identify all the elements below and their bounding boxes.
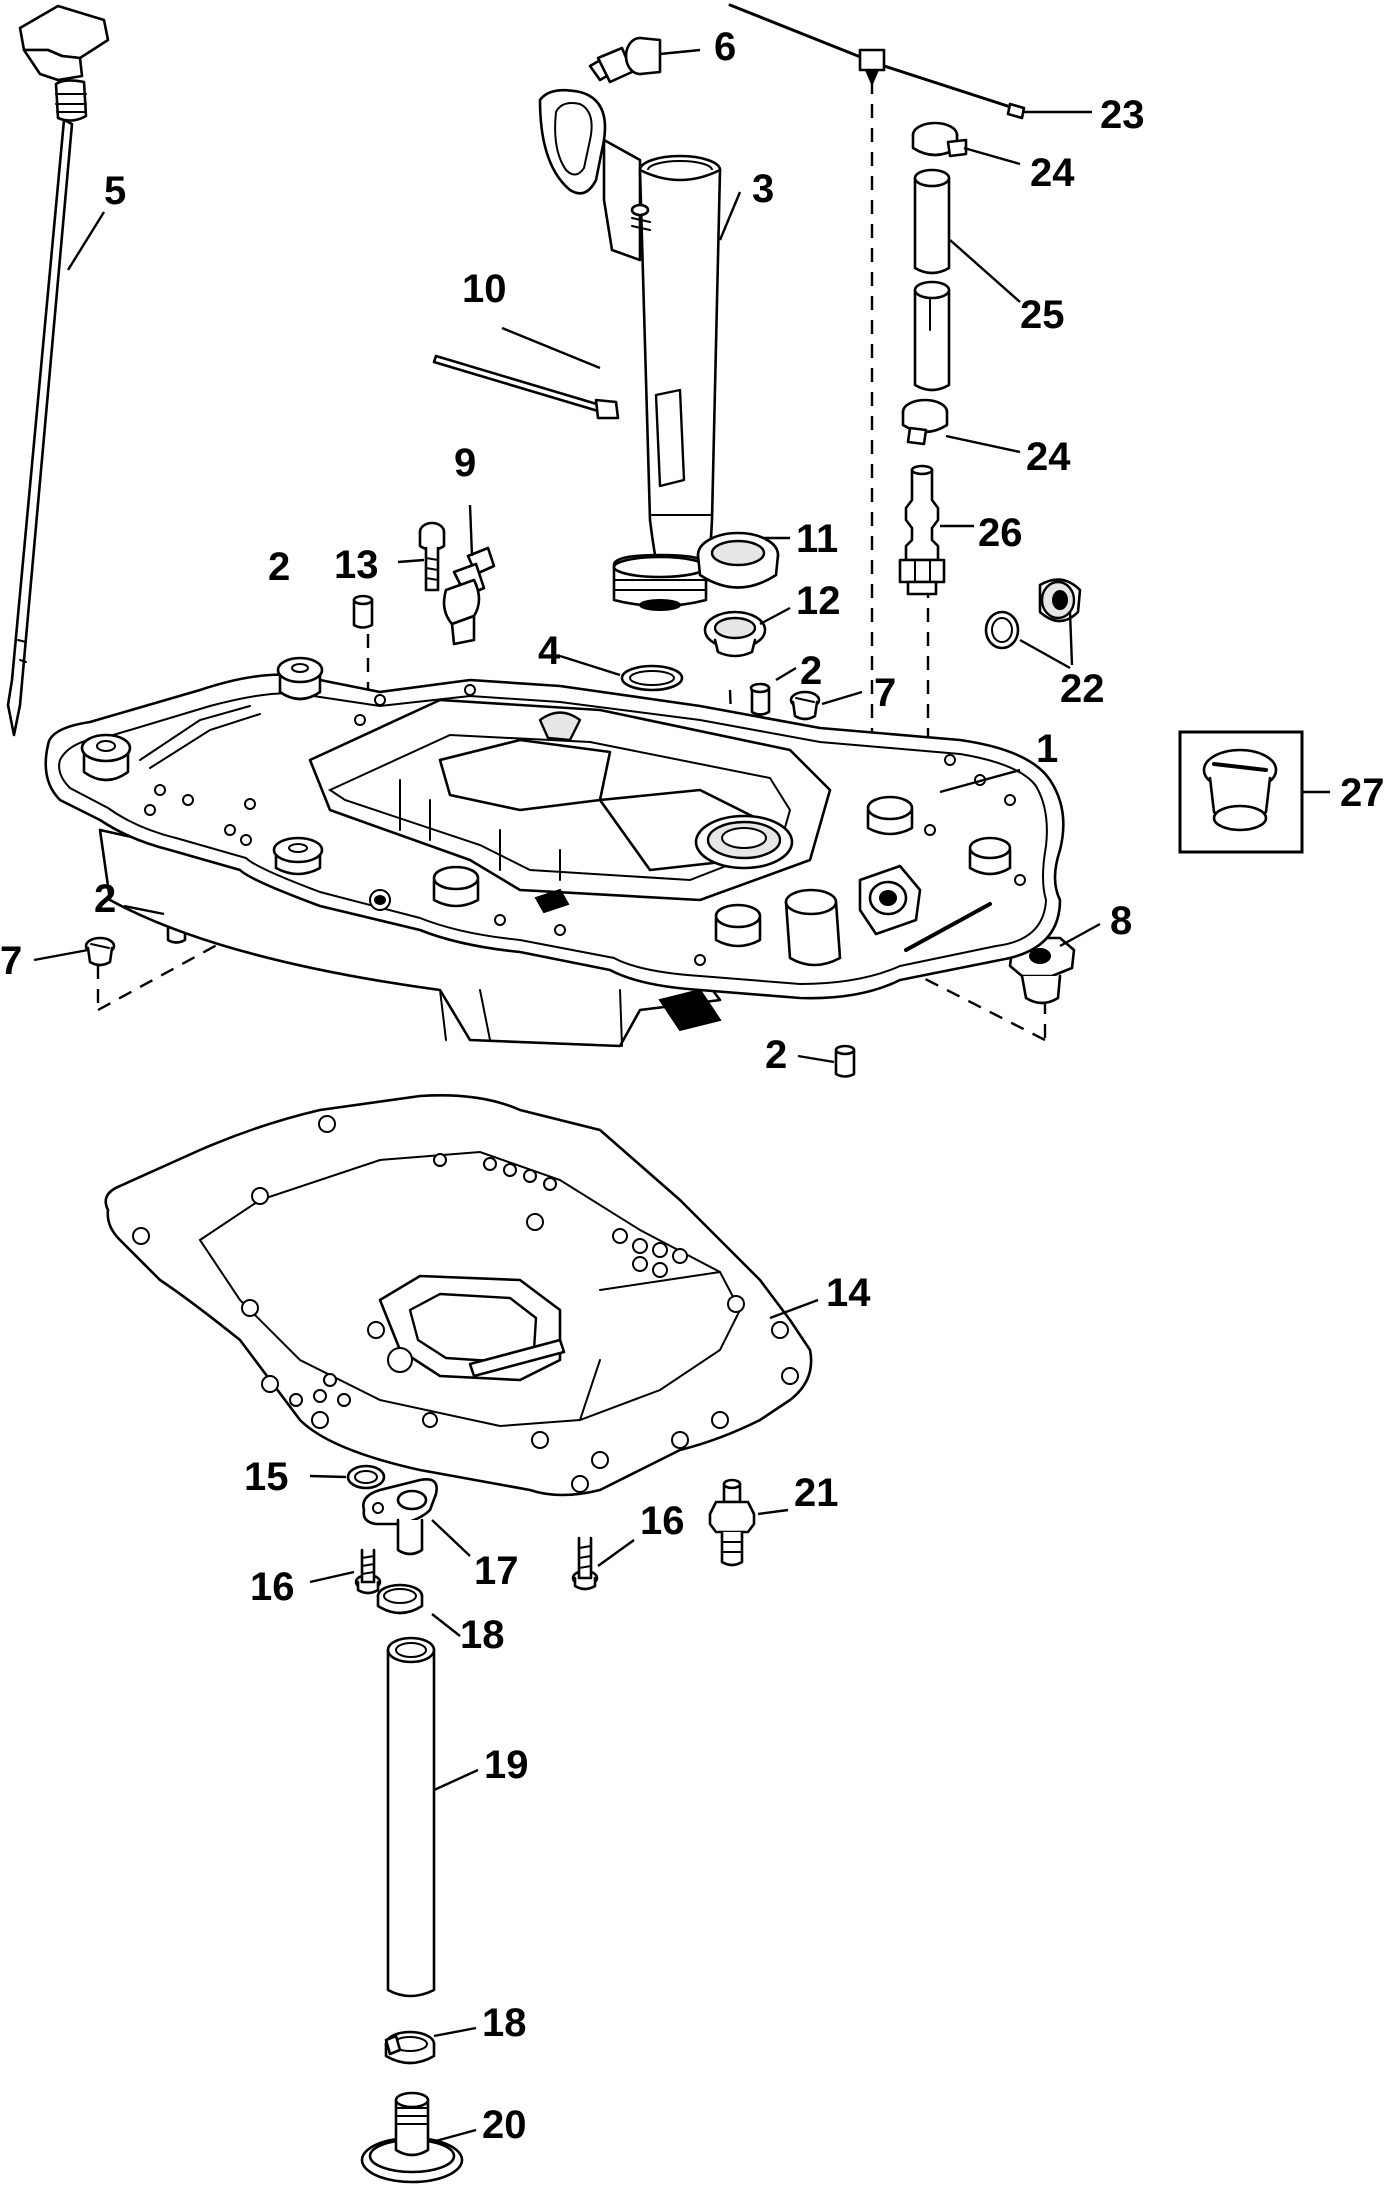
callout-21: 21: [794, 1471, 839, 1515]
callout-2-upper: 2: [268, 545, 290, 589]
callout-24-lower: 24: [1026, 435, 1071, 479]
plug-part-7-upper: [789, 690, 821, 721]
hose-clamp-part-24-upper: [911, 121, 968, 158]
callout-11: 11: [796, 517, 838, 561]
dowel-pin-part-2-lower: [834, 1044, 856, 1078]
callout-1: 1: [1036, 727, 1058, 771]
dowel-pin-part-2-upper: [352, 594, 374, 629]
callout-2-lower: 2: [765, 1033, 787, 1077]
callout-18-lower: 18: [482, 2001, 527, 2045]
callout-10: 10: [462, 267, 507, 311]
plug-and-oring-part-22: [984, 578, 1082, 650]
callout-24-upper: 24: [1030, 151, 1075, 195]
callout-20: 20: [482, 2103, 527, 2147]
callout-15: 15: [244, 1455, 289, 1499]
plate-holes: [144, 684, 1026, 966]
callout-16-right: 16: [640, 1499, 685, 1543]
pickup-tube-part-19: [386, 1636, 436, 1998]
callout-5: 5: [104, 169, 126, 213]
callout-19: 19: [484, 1743, 529, 1787]
callout-labels: 1 2 2 2 2 3 4 5 6 7 7 8 9 10 11 12 13 14…: [0, 25, 1385, 2147]
leader-lines: [33, 48, 1330, 2144]
callout-7-lower: 7: [0, 939, 22, 983]
hose-fitting-part-26: [898, 464, 946, 596]
callout-2-left: 2: [94, 877, 116, 921]
hose-clamp-part-18-upper: [376, 1583, 424, 1615]
adapter-plate-part-1: [44, 656, 1065, 1048]
gasket-holes: [132, 1115, 799, 1493]
oring-part-4: [620, 664, 684, 692]
callout-9: 9: [454, 441, 476, 485]
oring-part-15: [346, 1464, 386, 1490]
plate-bosses: [80, 656, 1012, 967]
screw-part-16-right: [571, 1536, 599, 1591]
callout-13: 13: [334, 543, 379, 587]
callout-4: 4: [538, 629, 561, 673]
oil-screen-part-20: [360, 2091, 464, 2184]
callout-26: 26: [978, 511, 1023, 555]
gasket-part-14: [104, 1093, 813, 1497]
callout-16-left: 16: [250, 1565, 295, 1609]
hose-clamp-part-24-lower: [901, 398, 949, 446]
dipstick-tube-part-3: [538, 88, 722, 611]
seal-part-12: [703, 610, 767, 658]
callout-8: 8: [1110, 899, 1132, 943]
callout-23: 23: [1100, 93, 1145, 137]
callout-3: 3: [752, 167, 774, 211]
elbow-fitting-part-9: [442, 546, 496, 646]
cable-tie-part-23: [728, 3, 1026, 120]
callout-17: 17: [474, 1549, 519, 1593]
callout-6: 6: [714, 25, 736, 69]
grommet-part-11: [696, 531, 780, 589]
callout-25: 25: [1020, 293, 1065, 337]
screw-part-13: [418, 521, 446, 592]
hose-clamp-part-18-lower: [384, 2030, 436, 2065]
fitting-part-21: [708, 1478, 756, 1567]
callout-12: 12: [796, 579, 841, 623]
pickup-flange-part-17: [362, 1478, 438, 1556]
bolt-part-6: [588, 36, 662, 84]
callout-18-upper: 18: [460, 1613, 505, 1657]
plug-part-7-lower: [84, 936, 116, 967]
callout-27: 27: [1340, 771, 1385, 815]
callout-7-upper: 7: [874, 671, 896, 715]
cable-tie-part-10: [432, 354, 620, 420]
dipstick-part-5: [6, 4, 110, 737]
dowel-pin-part-2-mid: [749, 682, 771, 716]
callout-14: 14: [826, 1271, 871, 1315]
callout-2-mid: 2: [800, 649, 822, 693]
hose-part-25: [913, 168, 951, 392]
callout-22: 22: [1060, 667, 1105, 711]
inset-box-part-27: [1178, 730, 1304, 854]
screw-part-16-left: [354, 1548, 382, 1595]
